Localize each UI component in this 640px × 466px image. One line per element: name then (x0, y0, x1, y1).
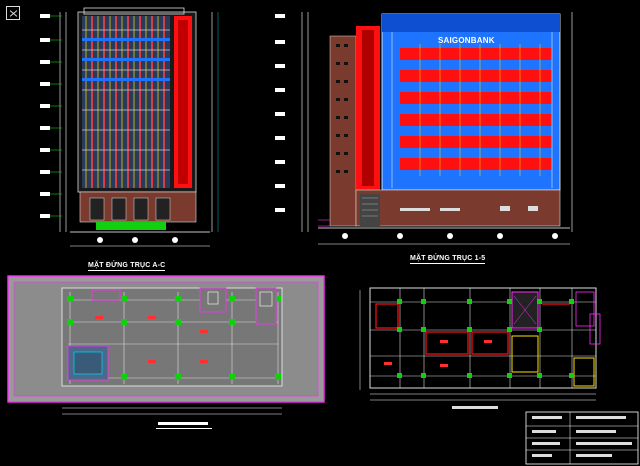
ucs-icon (6, 6, 20, 20)
elevation-a-c (40, 7, 219, 247)
floor-plan-right (359, 287, 601, 409)
elevation-1-5-title: MẶT ĐỨNG TRỤC 1-5 (410, 255, 486, 264)
elevation-a-c-title: MẶT ĐỨNG TRỤC A-C (88, 262, 166, 271)
title-block (525, 411, 639, 465)
elevation-1-5 (275, 12, 573, 245)
floor-plan-left (7, 275, 325, 429)
bank-sign: SAIGONBANK (438, 36, 495, 45)
